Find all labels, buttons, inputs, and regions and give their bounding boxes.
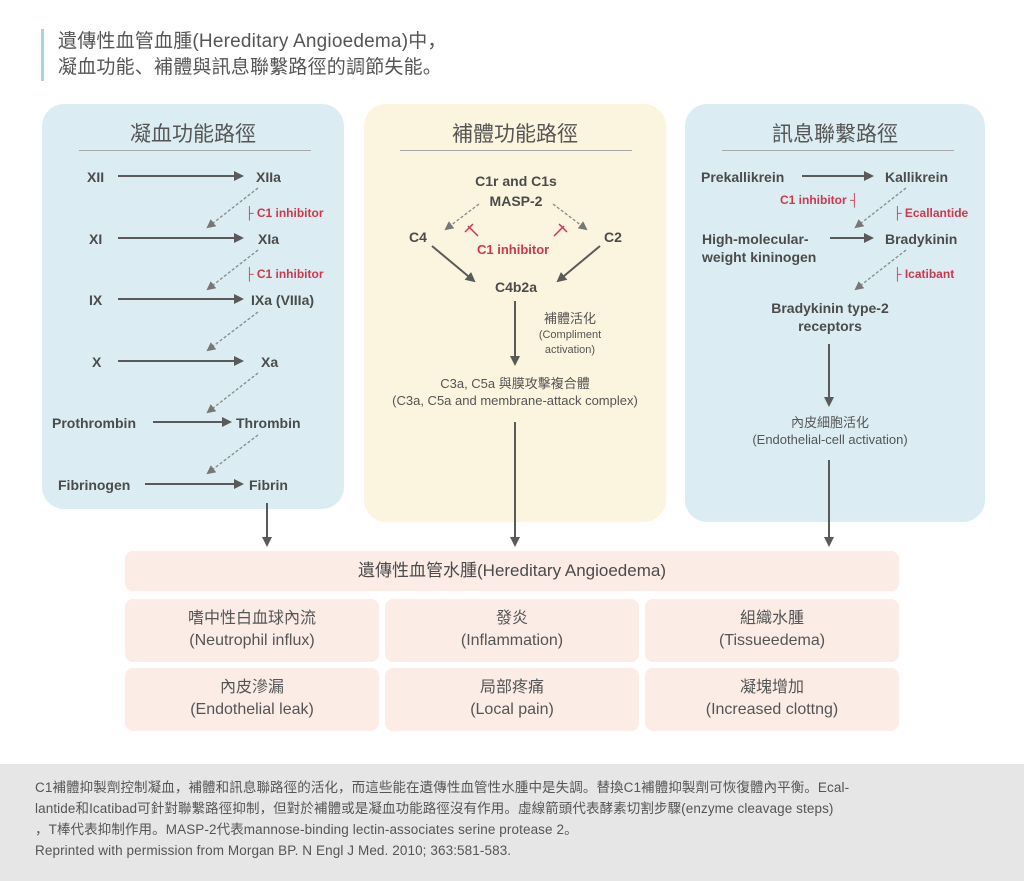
complement-activation-label: 補體活化 (Compliment activation) (530, 310, 610, 358)
hmwk-line-2: weight kininogen (702, 249, 817, 265)
complement-activation-zh: 補體活化 (543, 311, 596, 326)
contact-title-divider (722, 150, 954, 151)
outcome-en: (Local pain) (470, 701, 554, 718)
c2: C2 (604, 229, 622, 245)
outcome-local-pain: 局部疼痛 (Local pain) (385, 668, 639, 731)
inhibition-bar-icon: ├ (245, 267, 257, 281)
prothrombin: Prothrombin (52, 415, 136, 431)
inhibitor-label: Ecallantide (904, 206, 969, 220)
outcome-en: (Tissueedema) (718, 632, 826, 649)
factor-xiia: XIIa (256, 169, 281, 185)
receptor-line-1: Bradykinin type-2 (771, 300, 889, 316)
complement-result: C3a, C5a 與膜攻擊複合體 (C3a, C5a and membrane-… (370, 375, 660, 409)
figure-title: 遺傳性血管血腫(Hereditary Angioedema)中， 凝血功能、補體… (41, 29, 447, 81)
coagulation-panel-title: 凝血功能路徑 (130, 123, 256, 146)
prekallikrein: Prekallikrein (701, 169, 785, 185)
complement-panel-title: 補體功能路徑 (452, 123, 578, 146)
caption-line-1: C1補體抑製劑控制凝血，補體和訊息聯路徑的活化，而這些能在遺傳性血管性水腫中是失… (35, 780, 850, 795)
caption-citation: Reprinted with permission from Morgan BP… (35, 843, 512, 858)
outcome-zh: 內皮滲漏 (219, 679, 284, 696)
outcome-zh: 組織水腫 (739, 610, 804, 627)
figure-title-line-1: 遺傳性血管血腫(Hereditary Angioedema)中， (58, 31, 447, 52)
outcome-increased-clotting: 凝塊增加 (Increased clottng) (645, 668, 899, 731)
complement-result-en: (C3a, C5a and membrane-attack complex) (392, 393, 638, 408)
kallikrein: Kallikrein (885, 169, 949, 185)
complement-result-zh: C3a, C5a 與膜攻擊複合體 (440, 376, 590, 391)
outcome-en: (Endothelial leak) (190, 701, 314, 718)
complement-activation-en-1: (Compliment (538, 329, 602, 341)
factor-xi: XI (89, 231, 103, 247)
contact-panel-title: 訊息聯繫路徑 (772, 123, 898, 146)
c1r-c1s: C1r and C1s (475, 173, 557, 189)
inhibitor-label: C1 inhibitor (256, 206, 324, 220)
caption-line-2: lantide和Icatibad可針對聯繫路徑抑制，但對於補體或是凝血功能路徑沒… (35, 801, 834, 816)
coag-c1-inhibitor-2: ├ C1 inhibitor (245, 267, 324, 281)
outcome-en: (Increased clottng) (705, 701, 839, 718)
outcome-zh: 凝塊增加 (739, 679, 804, 696)
factor-ix: IX (89, 292, 103, 308)
outcome-en: (Inflammation) (460, 632, 564, 649)
figure-caption: C1補體抑製劑控制凝血，補體和訊息聯路徑的活化，而這些能在遺傳性血管性水腫中是失… (0, 764, 1024, 881)
inhibition-bar-icon: ├ (893, 206, 905, 220)
outcome-neutrophil-influx: 嗜中性白血球內流 (Neutrophil influx) (125, 599, 379, 662)
masp-2: MASP-2 (489, 193, 543, 209)
outcome-endothelial-leak: 內皮滲漏 (Endothelial leak) (125, 668, 379, 731)
complement-c1-inhibitor: C1 inhibitor (477, 242, 550, 257)
inhibitor-label: C1 inhibitor (256, 267, 324, 281)
c4b2a: C4b2a (494, 279, 538, 295)
ecallantide: ├ Ecallantide (893, 206, 968, 220)
hmwk-line-1: High-molecular- (702, 231, 809, 247)
outcome-zh: 局部疼痛 (479, 679, 544, 696)
factor-x: X (92, 354, 102, 370)
coagulation-panel: 凝血功能路徑 (42, 104, 344, 509)
icatibant: ├ Icatibant (893, 267, 954, 281)
contact-c1-inhibitor: C1 inhibitor ┤ (780, 193, 859, 207)
hae-outcome-banner: 遺傳性血管水腫(Hereditary Angioedema) (125, 551, 899, 591)
complement-panel: 補體功能路徑 (364, 104, 666, 522)
outcome-zh: 發炎 (495, 610, 528, 627)
factor-xa: Xa (261, 354, 279, 370)
thrombin: Thrombin (236, 415, 301, 431)
endothelial-activation-zh: 內皮細胞活化 (790, 415, 869, 430)
c4: C4 (409, 229, 427, 245)
hmw-kininogen: High-molecular- weight kininogen (702, 230, 816, 266)
factor-xii: XII (87, 169, 105, 185)
endothelial-activation-en: (Endothelial-cell activation) (752, 432, 908, 447)
receptor-line-2: receptors (798, 318, 862, 334)
fibrinogen: Fibrinogen (58, 477, 131, 493)
inhibition-bar-icon: ├ (893, 267, 905, 281)
bradykinin-receptor: Bradykinin type-2 receptors (750, 299, 910, 335)
contact-panel: 訊息聯繫路徑 (685, 104, 985, 522)
inhibition-bar-icon: ├ (245, 206, 257, 220)
coagulation-title-divider (79, 150, 311, 151)
figure-title-line-2: 凝血功能、補體與訊息聯繫路徑的調節失能。 (58, 57, 443, 78)
inhibitor-label: C1 inhibitor (780, 193, 847, 207)
complement-activation-en-2: activation) (544, 344, 596, 356)
inhibitor-label: Icatibant (904, 267, 955, 281)
outcome-inflammation: 發炎 (Inflammation) (385, 599, 639, 662)
coag-c1-inhibitor-1: ├ C1 inhibitor (245, 206, 324, 220)
factor-ixa: IXa (VIIIa) (251, 292, 315, 308)
inhibition-bar-icon: ┤ (846, 193, 859, 207)
bradykinin: Bradykinin (885, 231, 958, 247)
caption-line-3: ，T棒代表抑制作用。MASP-2代表mannose-binding lectin… (35, 822, 578, 837)
fibrin: Fibrin (249, 477, 288, 493)
outcome-tissue-edema: 組織水腫 (Tissueedema) (645, 599, 899, 662)
complement-title-divider (400, 150, 632, 151)
factor-xia: XIa (258, 231, 280, 247)
endothelial-activation: 內皮細胞活化 (Endothelial-cell activation) (700, 414, 960, 448)
outcome-en: (Neutrophil influx) (189, 632, 315, 649)
outcome-zh: 嗜中性白血球內流 (187, 610, 316, 627)
